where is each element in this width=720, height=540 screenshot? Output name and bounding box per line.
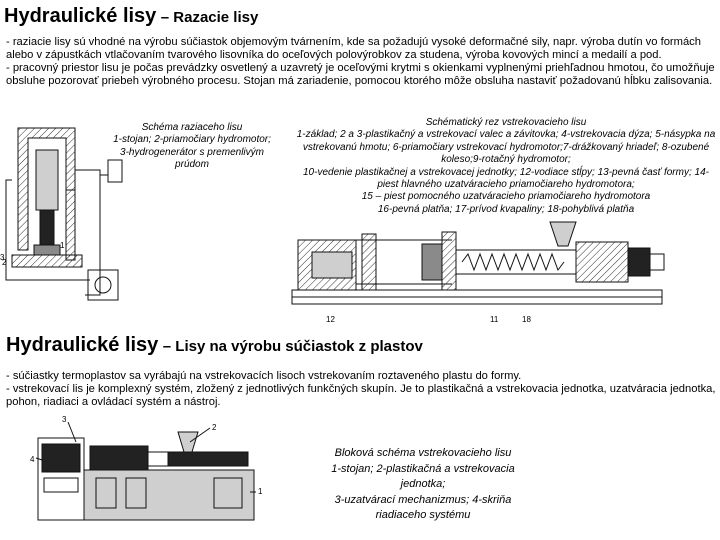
block-schema-diagram: 3 2 4 1 [30,415,263,536]
machine-label-11: 11 [490,315,499,324]
section1-paragraph: - raziacie lisy sú vhodné na výrobu súči… [6,36,715,87]
press-die [34,245,60,255]
moving-platen [362,234,376,290]
section1-title-sub: – Razacie lisy [160,9,259,26]
press-caption: Schéma raziaceho lisu 1-stojan; 2-priamo… [113,122,271,171]
machine-label-18: 18 [522,315,531,324]
injection-cylinder [576,242,628,282]
hopper-block [178,432,198,452]
screw [462,254,564,270]
press-ram [40,210,54,245]
block-label-2: 2 [212,423,217,432]
block-label-4: 4 [30,455,35,464]
section2-title-sub: – Lisy na výrobu súčiastok z plastov [162,338,423,355]
section2-paragraph: - súčiastky termoplastov sa vyrábajú na … [6,370,716,408]
block-schema-caption: Bloková schéma vstrekovacieho lisu 1-sto… [331,447,515,521]
section1-title-main: Hydraulické lisy [4,5,157,27]
press-label-2: 2 [2,258,7,267]
section2-title: Hydraulické lisy – Lisy na výrobu súčias… [6,334,423,357]
injection-machine-diagram: 12 18 11 [292,218,692,324]
press-frame [18,128,75,250]
machine-label-12: 12 [326,315,335,324]
press-frame-right [66,190,75,260]
press-label-3: 3 [0,253,5,262]
press-diagram: 3 1 2 [0,120,140,305]
rotary-motor [628,248,650,276]
hydrogenerator-box [88,270,118,300]
section1-title: Hydraulické lisy – Razacie lisy [4,5,258,28]
block-label-1: 1 [258,487,263,496]
clamping-mechanism [90,446,148,470]
section2-title-main: Hydraulické lisy [6,334,159,356]
mold [422,244,442,280]
clamp-piston [312,252,352,278]
fixed-platen [442,232,456,290]
plasticizing-unit [168,452,248,466]
injection-machine-caption: Schématický rez vstrekovacieho lisu 1-zá… [296,117,716,215]
press-label-1: 1 [60,241,65,250]
hopper [550,222,576,246]
block-label-3: 3 [62,415,67,424]
press-base [12,255,82,267]
press-cylinder [36,150,58,210]
